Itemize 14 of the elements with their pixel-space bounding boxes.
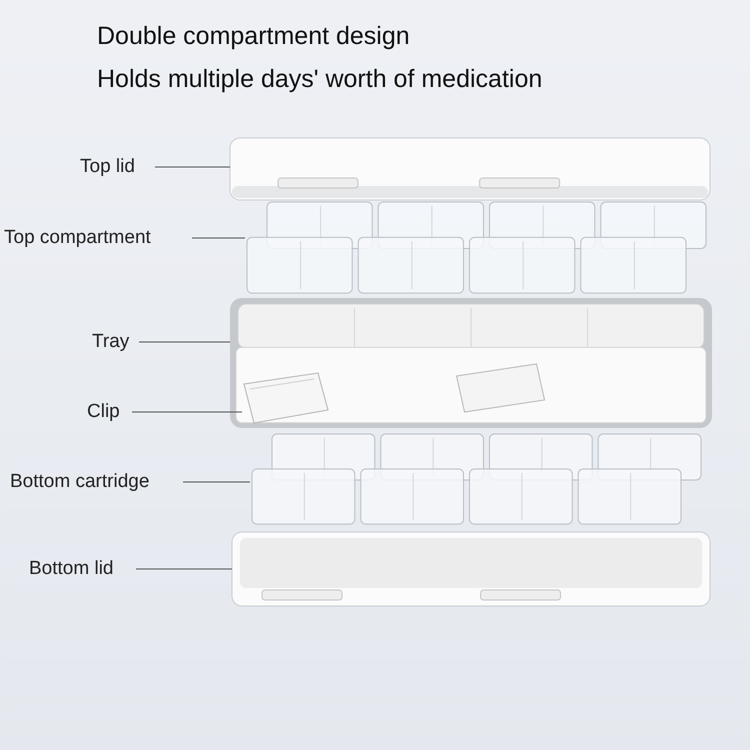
part-label: Top lid	[80, 155, 152, 179]
subtitle: Holds multiple days' worth of medication	[97, 65, 542, 94]
clip-drawing	[242, 372, 330, 424]
part-label: Tray	[92, 330, 136, 354]
lid-drawing	[232, 532, 710, 606]
part-label: Bottom lid	[29, 557, 133, 581]
part-label: Top compartment	[4, 226, 189, 250]
part-label: Bottom cartridge	[10, 470, 180, 494]
title: Double compartment design	[97, 22, 410, 51]
leader-line	[154, 166, 230, 168]
tray-drawing	[230, 298, 712, 428]
part-label: Clip	[87, 400, 129, 424]
lid-drawing	[230, 138, 710, 200]
leader-line	[136, 568, 232, 570]
